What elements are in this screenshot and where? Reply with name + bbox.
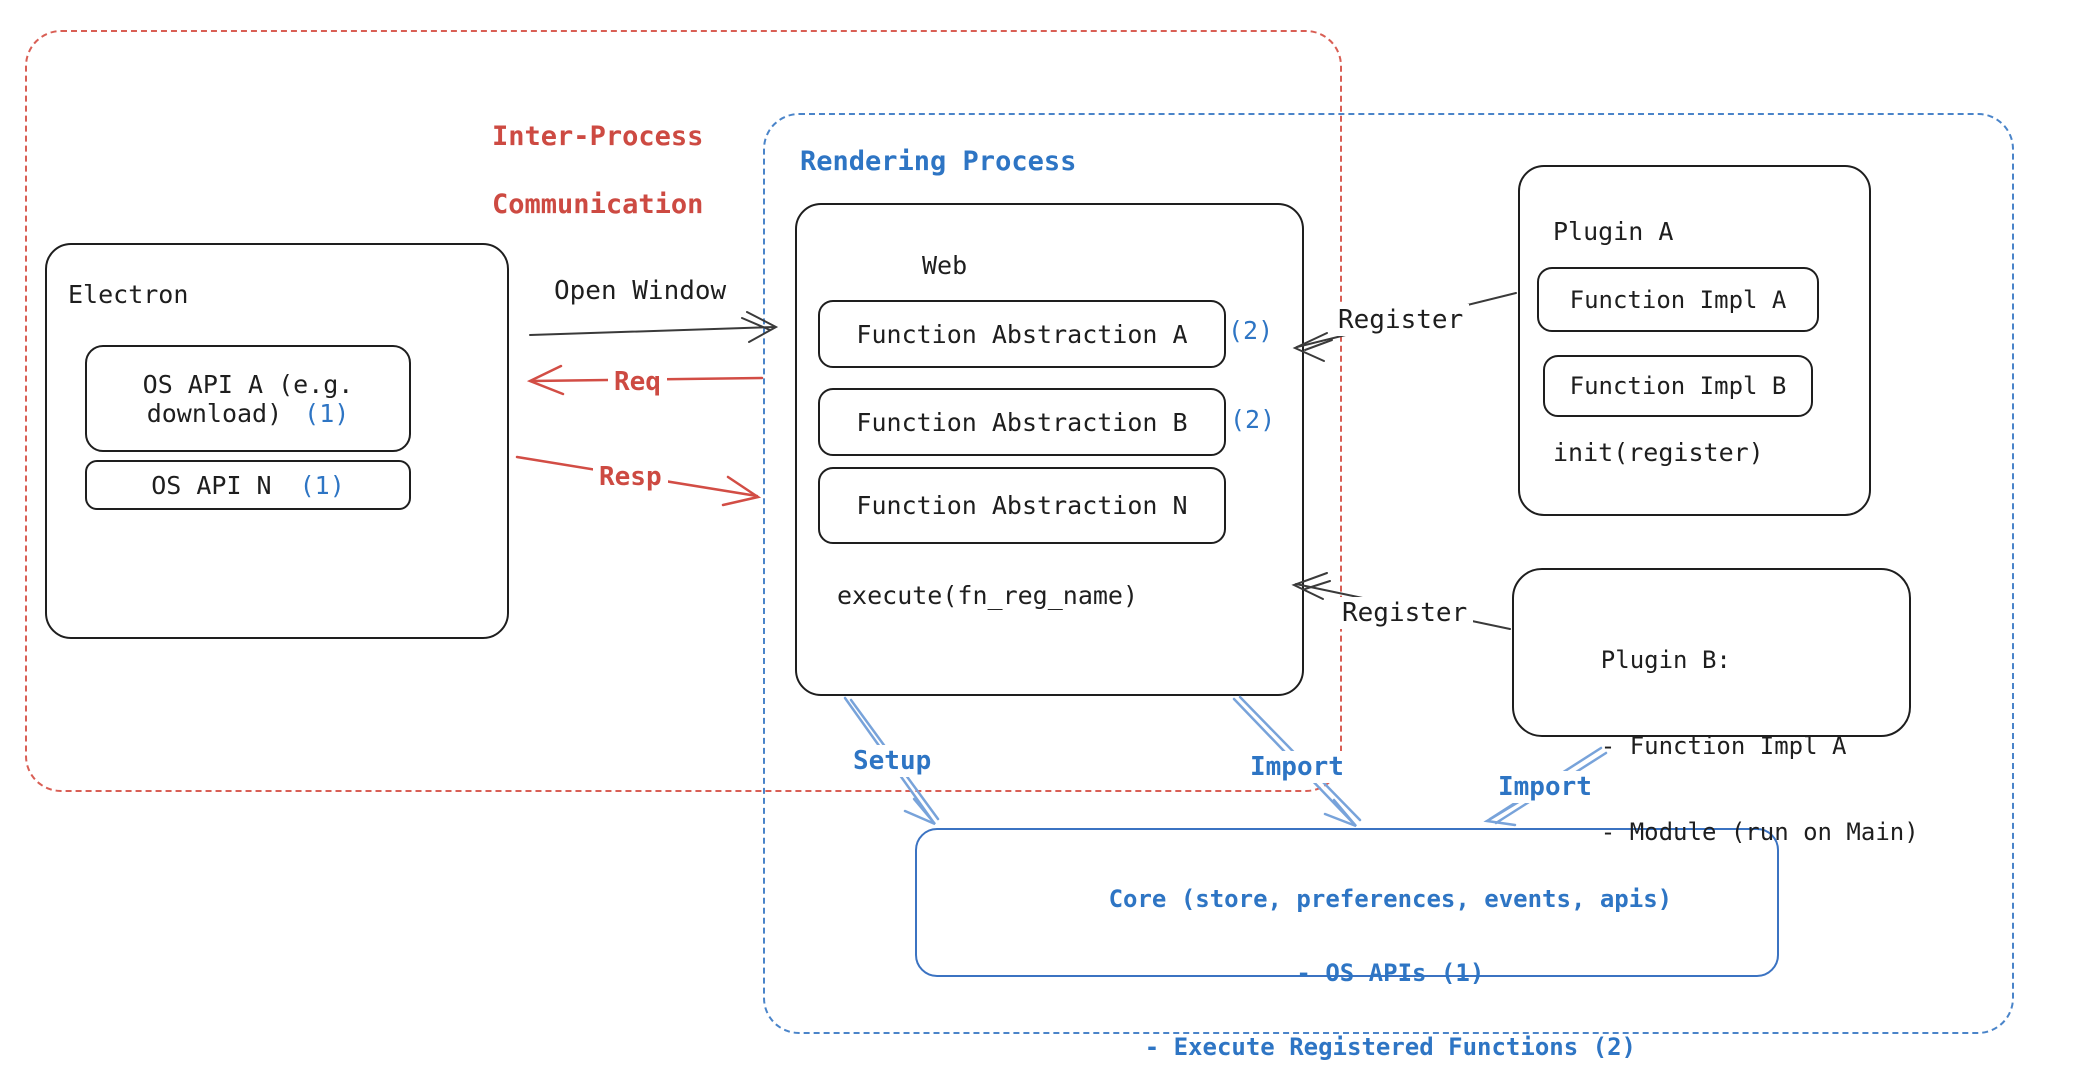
ipc-label-line1: Inter-Process [492,121,704,152]
web-title: Web [922,251,968,280]
plugin-a-init-label: init(register) [1553,438,1764,467]
setup-label: Setup [847,745,938,777]
function-abstraction-n-box: Function Abstraction N [818,467,1226,544]
plugin-b-item1: - Function Impl A [1600,732,1847,760]
function-abstraction-a-label: Function Abstraction A [856,319,1188,349]
electron-title: Electron [68,280,189,309]
function-abstraction-a-box: Function Abstraction A [818,300,1226,368]
ipc-region-box [25,30,1342,792]
os-api-n-text: OS API N [151,470,272,500]
function-impl-b-label: Function Impl B [1569,372,1787,400]
plugin-b-text: Plugin B: - Function Impl A - Module (ru… [1543,596,1919,897]
function-abstraction-b-label: Function Abstraction B [856,407,1188,437]
import-plugin-label: Import [1492,771,1598,803]
rendering-region-box [763,113,2014,1034]
os-api-a-num: (1) [304,398,350,428]
core-line2: - OS APIs (1) [1296,959,1485,987]
function-impl-a-box: Function Impl A [1537,267,1819,332]
os-api-n-box: OS API N (1) [85,460,411,510]
os-api-n-label: OS API N (1) [151,471,345,500]
plugin-b-item2: - Module (run on Main) [1600,818,1919,846]
os-api-a-line1: OS API A (e.g. [142,369,354,399]
function-abstraction-n-label: Function Abstraction N [856,491,1188,520]
core-text: Core (store, preferences, events, apis) … [917,844,1777,1066]
plugin-a-box [1518,165,1871,516]
rendering-region-label: Rendering Process [800,146,1077,177]
execute-label: execute(fn_reg_name) [837,581,1139,610]
resp-label: Resp [593,461,668,493]
register-bottom-label: Register [1336,597,1474,629]
core-box: Core (store, preferences, events, apis) … [915,828,1779,1061]
import-web-label: Import [1244,751,1350,783]
req-label: Req [608,366,667,398]
plugin-b-box [1512,568,1911,737]
function-abstraction-b-box: Function Abstraction B [818,388,1226,456]
open-window-label: Open Window [548,275,733,307]
register-top-label: Register [1332,304,1470,336]
ipc-region-label: Inter-Process Communication [427,86,703,256]
os-api-a-line2: download) [146,398,283,428]
core-line3: - Execute Registered Functions (2) [1144,1033,1636,1061]
function-impl-b-box: Function Impl B [1543,355,1813,417]
function-impl-a-label: Function Impl A [1569,285,1787,314]
plugin-b-title: Plugin B: [1600,646,1731,674]
ipc-label-line2: Communication [492,189,704,220]
function-abstraction-a-num: (2) [1228,316,1274,345]
os-api-a-box: OS API A (e.g. download) (1) [85,345,411,452]
os-api-a-label: OS API A (e.g. download) (1) [143,370,354,428]
os-api-n-num: (1) [299,470,345,500]
function-abstraction-b-num: (2) [1230,405,1276,434]
core-line1: Core (store, preferences, events, apis) [1108,885,1673,913]
plugin-a-title: Plugin A [1553,217,1674,246]
